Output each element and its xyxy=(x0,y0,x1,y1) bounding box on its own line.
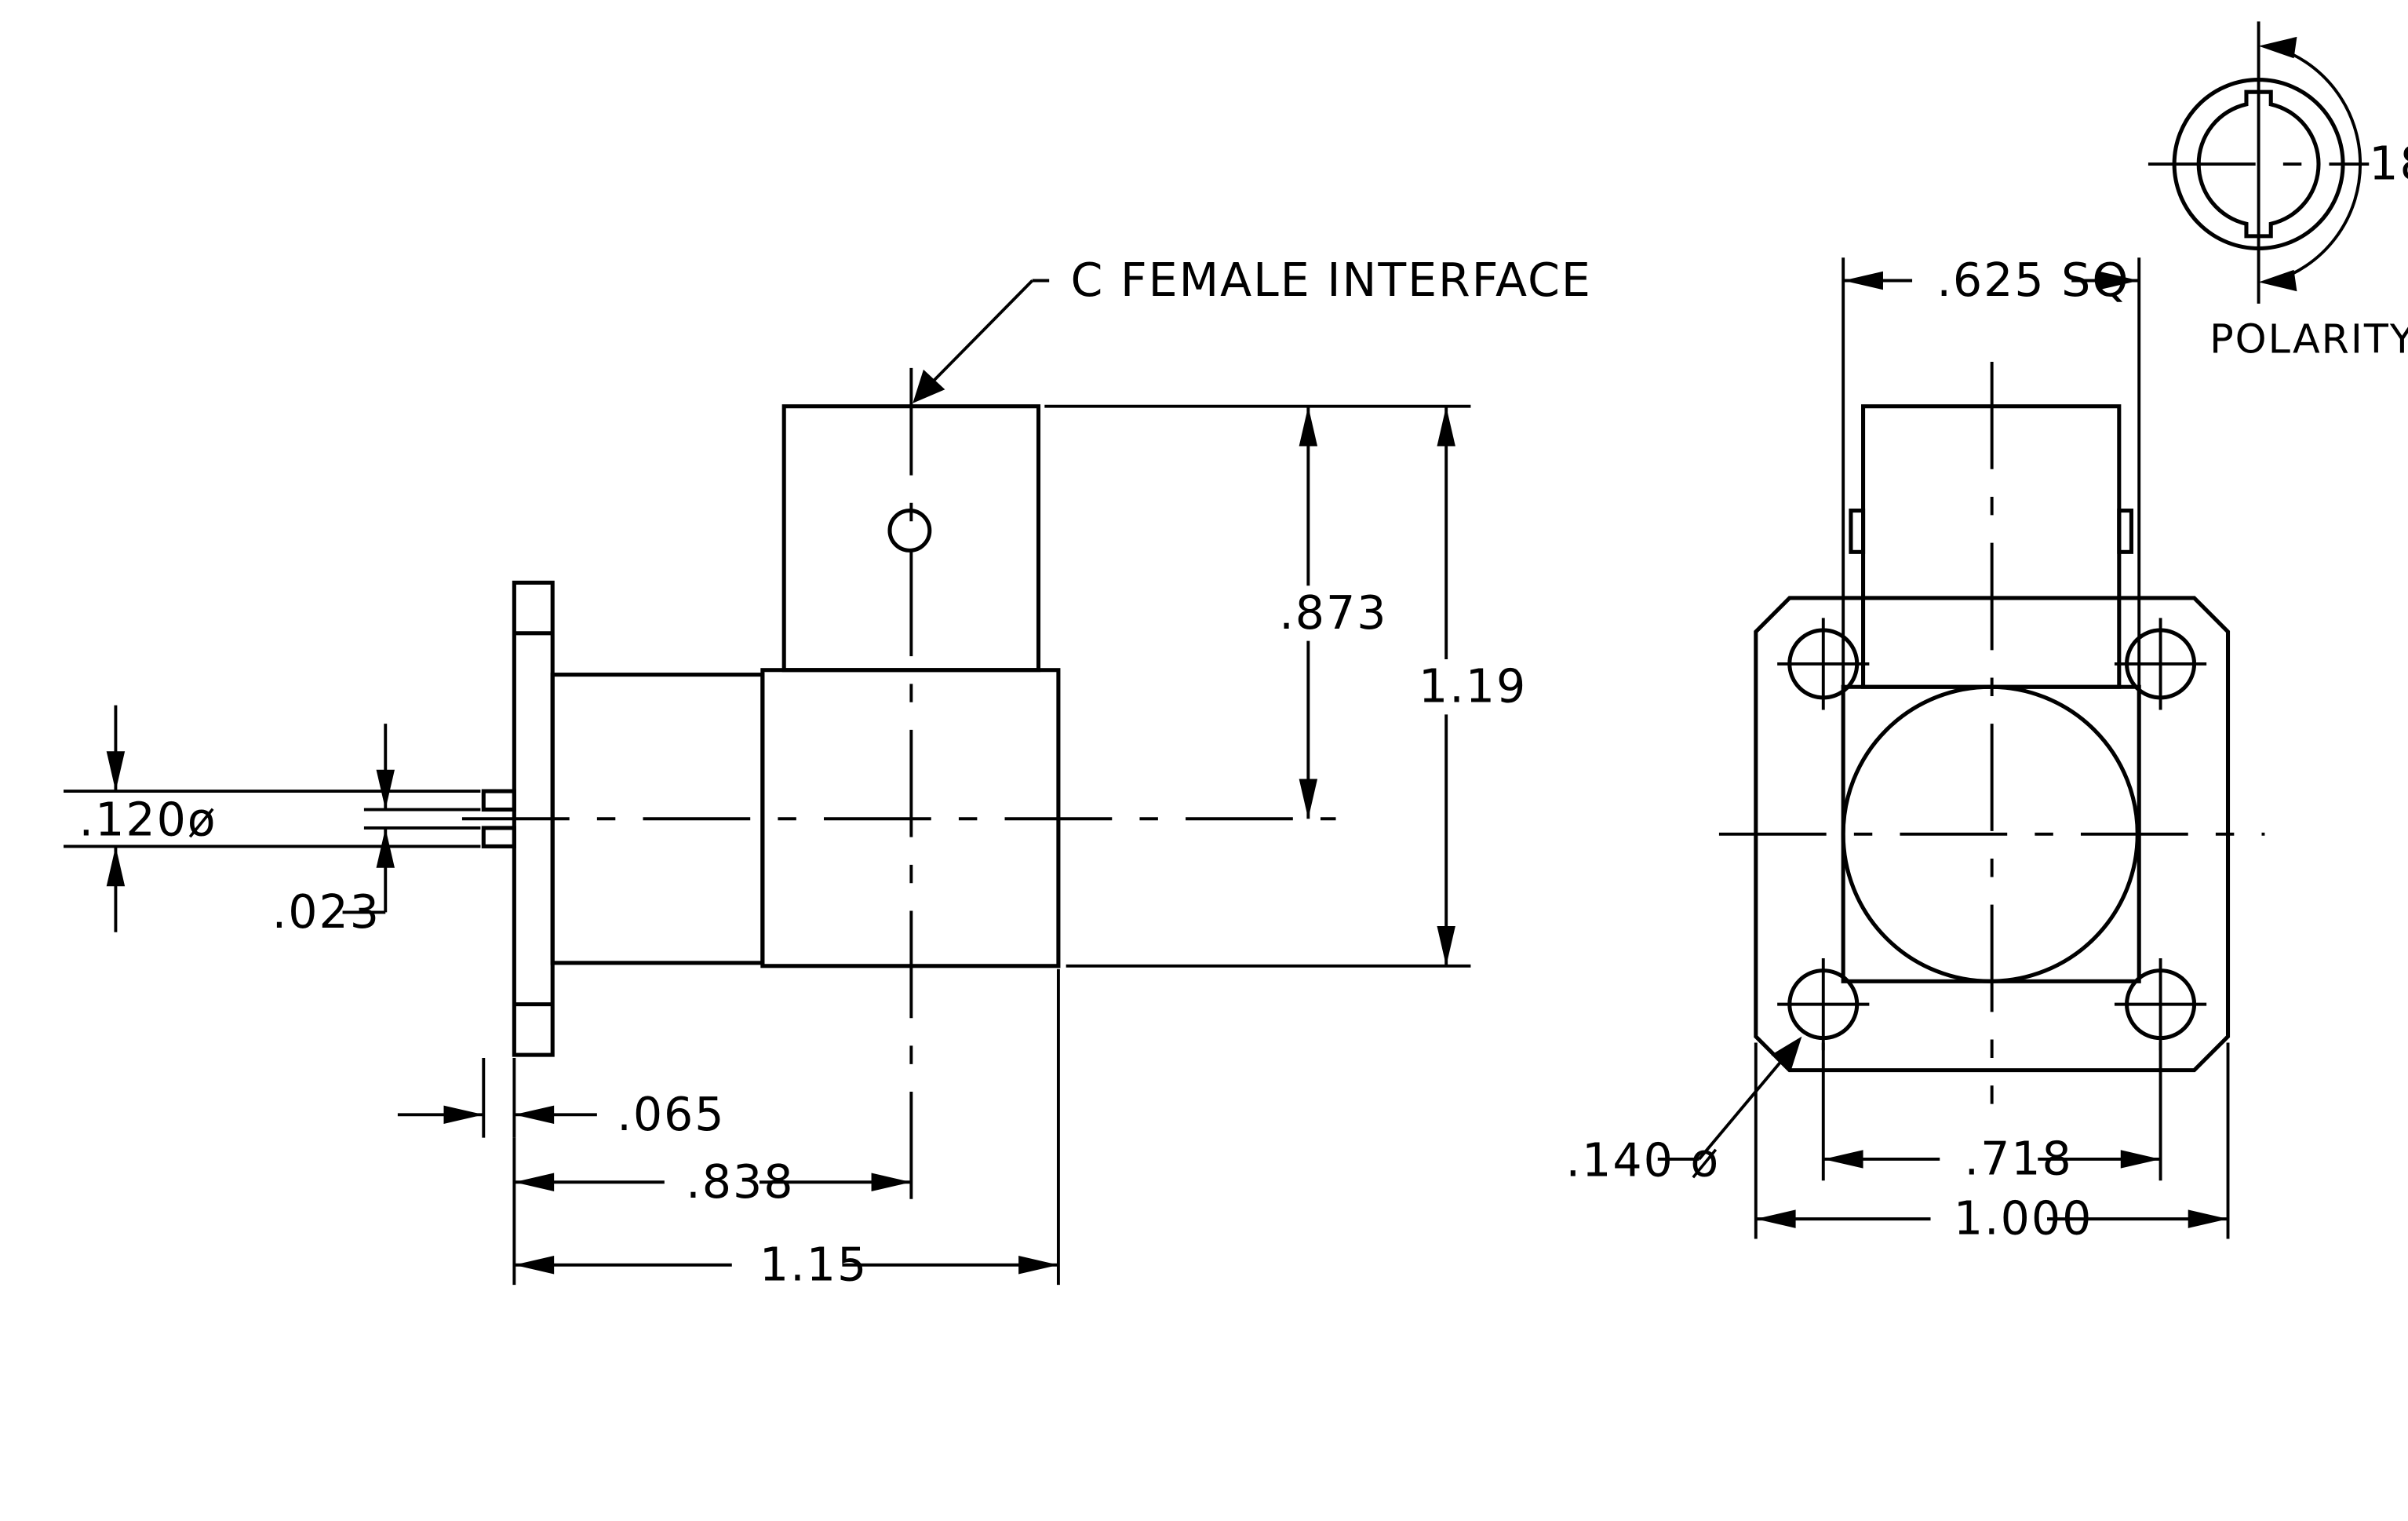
pin-diameter-label: .120ø xyxy=(79,793,217,847)
square-size-label: .625 SQ xyxy=(1936,254,2129,307)
flange-width-label: 1.000 xyxy=(1954,1192,2093,1246)
interface-callout: C FEMALE INTERFACE xyxy=(1071,254,1592,307)
polarity-keyed-socket xyxy=(2196,89,2321,239)
interface-height-label: .873 xyxy=(1279,586,1387,640)
square-flange xyxy=(1754,596,2231,1073)
contact-pin-upper xyxy=(481,789,516,812)
overall-height-label: 1.19 xyxy=(1419,660,1527,713)
pin-gap-label: .023 xyxy=(272,885,381,939)
overall-length-label: 1.15 xyxy=(760,1238,868,1291)
side-view: .120ø .023 .065 .838 1.15 xyxy=(63,254,1592,1291)
front-view: .625 SQ .718 1.000 .140 ø xyxy=(1566,254,2265,1246)
polarity-rotation-arc xyxy=(2270,44,2362,284)
polarity-view: 180 POLARITY xyxy=(2148,21,2408,362)
flange-thickness-label: .065 xyxy=(617,1088,725,1141)
hole-diameter-label: .140 ø xyxy=(1566,1133,1721,1187)
polarity-label: POLARITY xyxy=(2209,316,2408,362)
rotation-angle-label: 180 xyxy=(2369,137,2408,191)
interface-position-label: .838 xyxy=(686,1155,794,1209)
contact-pin-lower xyxy=(481,826,516,848)
hole-spacing-label: .718 xyxy=(1964,1132,2072,1185)
